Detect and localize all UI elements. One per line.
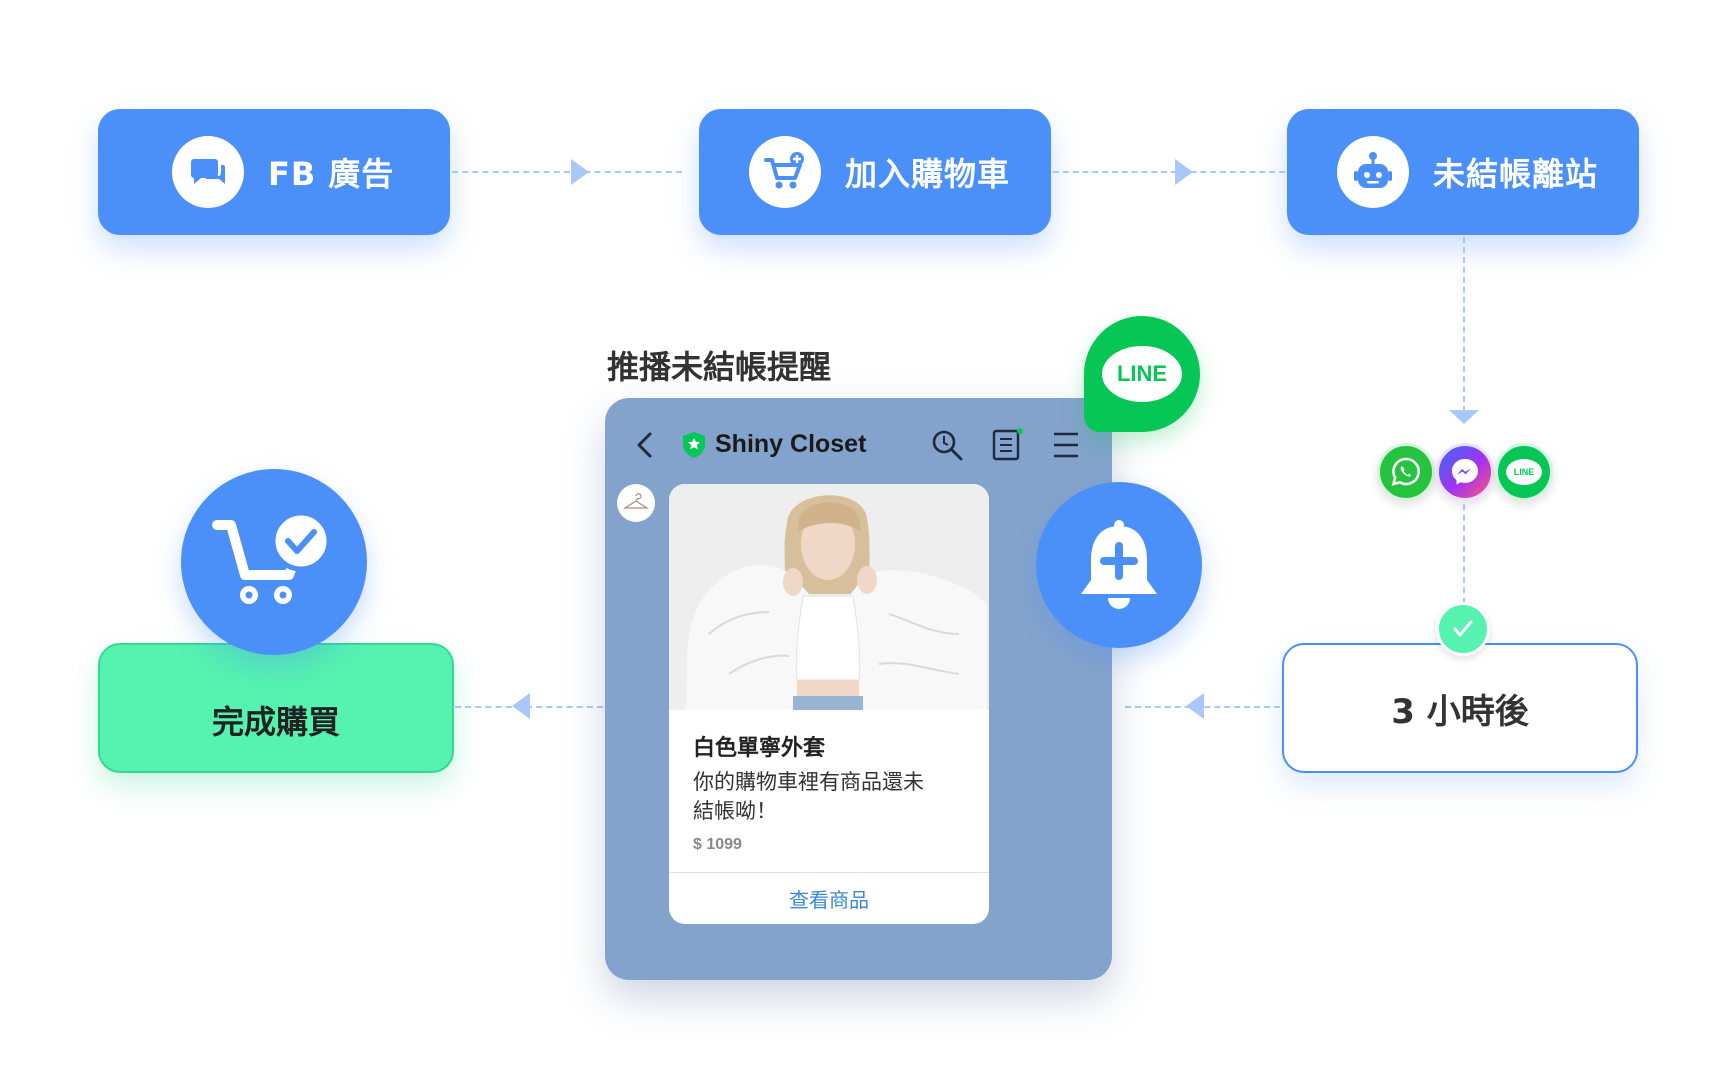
line-badge: LINE [1084,316,1200,432]
check-badge [1436,602,1490,656]
arrow-right-1 [571,159,589,185]
step-purchase-done: 完成購買 [98,643,454,773]
bell-plus-circle [1036,482,1202,648]
notes-icon[interactable] [991,428,1023,462]
cart-check-icon [212,510,332,604]
step-label-left-unpaid: 未結帳離站 [1433,155,1599,193]
robot-icon [1354,152,1392,188]
step-label-fb-ad: FB 廣告 [268,155,395,193]
message-line-1: 你的購物車裡有商品還未 [693,770,924,794]
connector-4 [1463,494,1465,614]
arrow-right-2 [1175,159,1193,185]
hanger-icon [622,493,650,509]
cart-check-circle [181,469,367,655]
step-label-purchase-done: 完成購買 [211,703,340,741]
whatsapp-badge [1377,443,1435,501]
bell-plus-icon [1081,520,1157,609]
search-icon[interactable] [930,428,964,462]
product-price: $ 1099 [693,836,742,853]
step-label-3-hours: 3 小時後 [1391,691,1529,732]
cart-plus-icon-wrap [749,136,821,208]
step-after-3-hours: 3 小時後 [1282,643,1638,773]
line-icon: LINE [1506,459,1542,485]
view-product-button[interactable]: 查看商品 [789,888,869,912]
product-photo [669,484,989,710]
menu-icon[interactable] [1051,430,1081,460]
product-name: 白色單寧外套 [693,736,826,761]
card-divider [669,872,989,873]
shield-icon [683,432,705,458]
arrow-down-3 [1449,410,1479,424]
messenger-icon [1452,459,1478,485]
check-icon [1453,620,1473,637]
cart-plus-icon [764,152,804,189]
robot-icon-wrap [1337,136,1409,208]
step-add-to-cart: 加入購物車 [699,109,1051,235]
line-badge-small: LINE [1495,443,1553,501]
step-fb-ad: FB 廣告 [98,109,450,235]
product-card[interactable]: 白色單寧外套 你的購物車裡有商品還未 結帳呦！ $ 1099 查看商品 [669,484,989,924]
connector-1 [452,171,682,173]
shop-name: Shiny Closet [715,430,867,458]
step-label-add-to-cart: 加入購物車 [845,155,1011,193]
shop-avatar [617,484,655,522]
line-logo-bubble: LINE [1102,346,1182,402]
whatsapp-icon [1391,457,1420,486]
connector-2 [1053,171,1285,173]
step-left-unpaid: 未結帳離站 [1287,109,1639,235]
arrow-left-5 [1186,693,1204,719]
chat-bubble-icon-wrap [172,136,244,208]
connector-3 [1463,237,1465,412]
line-logo-text: LINE [1116,361,1168,386]
line-chat-panel: Shiny Closet [605,398,1112,980]
product-model-image [669,484,989,710]
messenger-badge [1436,443,1494,501]
chat-bubble-icon [191,159,225,184]
line-small-text: LINE [1513,467,1535,477]
message-line-2: 結帳呦！ [693,799,777,823]
push-title: 推播未結帳提醒 [607,348,832,386]
arrow-left-6 [512,693,530,719]
back-arrow-icon[interactable] [633,430,657,460]
